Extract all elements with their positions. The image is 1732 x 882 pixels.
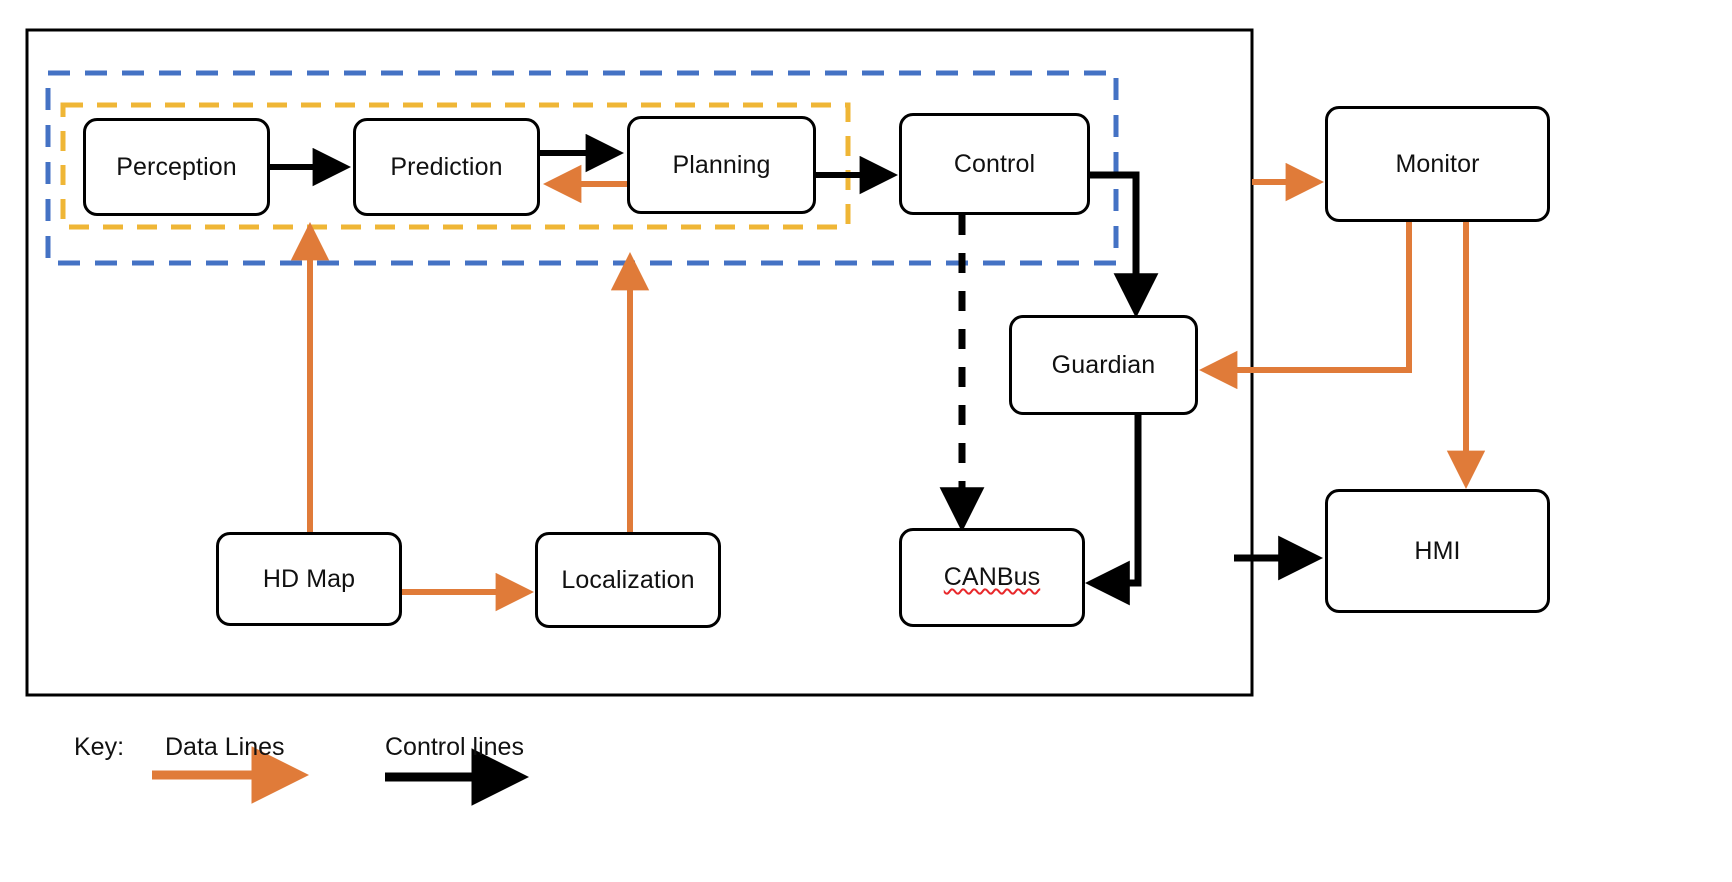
key-entry-data-lines-label: Data Lines <box>165 733 285 761</box>
node-planning[interactable]: Planning <box>627 116 816 214</box>
node-prediction-label: Prediction <box>390 152 503 181</box>
node-monitor[interactable]: Monitor <box>1325 106 1550 222</box>
group-outline-blue <box>45 70 1119 266</box>
edge-monitor-to-guardian <box>1199 222 1412 390</box>
node-hmi-label: HMI <box>1414 536 1461 565</box>
node-guardian[interactable]: Guardian <box>1009 315 1198 415</box>
node-hdmap-label: HD Map <box>262 564 356 593</box>
node-localization-label: Localization <box>561 565 695 594</box>
node-guardian-label: Guardian <box>1051 350 1156 379</box>
node-prediction[interactable]: Prediction <box>353 118 540 216</box>
node-hmi[interactable]: HMI <box>1325 489 1550 613</box>
node-localization[interactable]: Localization <box>535 532 721 628</box>
key-entry-control-lines-label: Control lines <box>385 733 524 761</box>
node-perception-label: Perception <box>116 152 237 181</box>
node-canbus-label: CANBus <box>943 563 1041 591</box>
node-monitor-label: Monitor <box>1395 149 1480 178</box>
node-hdmap[interactable]: HD Map <box>216 532 402 626</box>
node-control-label: Control <box>953 149 1036 178</box>
key-title: Key: <box>74 733 125 761</box>
edge-control-to-guardian <box>1090 171 1159 318</box>
edge-guardian-to-canbus <box>1085 415 1142 606</box>
node-planning-label: Planning <box>672 150 771 179</box>
node-perception[interactable]: Perception <box>83 118 270 216</box>
vehicle-boundary-rect <box>25 28 1254 697</box>
group-outline-yellow <box>60 102 851 230</box>
node-canbus[interactable]: CANBus <box>899 528 1085 627</box>
node-control[interactable]: Control <box>899 113 1090 215</box>
